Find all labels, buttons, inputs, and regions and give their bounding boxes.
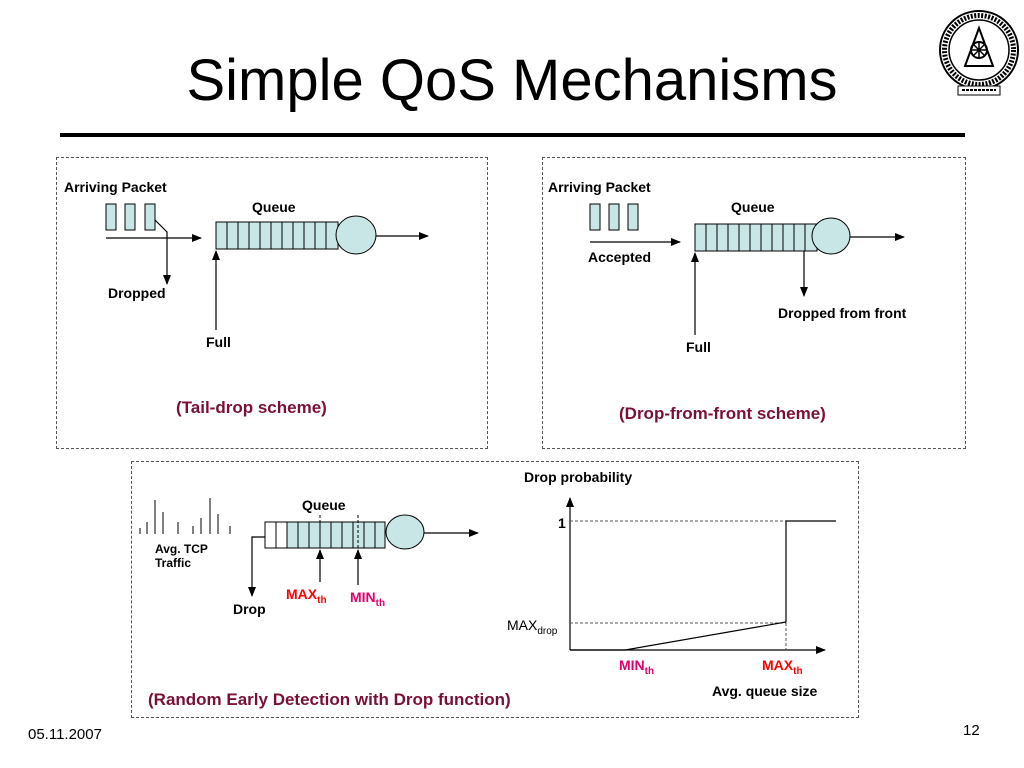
- tail-drop-arriving-label: Arriving Packet: [64, 179, 167, 195]
- tail-drop-full-label: Full: [206, 334, 231, 350]
- tail-drop-deflect-line: [154, 219, 171, 285]
- red-min-th-label: MINth: [350, 589, 385, 609]
- drop-front-queue-label: Queue: [731, 199, 775, 215]
- red-max-th-sub: th: [317, 595, 327, 606]
- red-panel: [131, 461, 859, 718]
- red-traffic-label: Avg. TCP Traffic: [155, 542, 208, 571]
- red-min-th-main: MIN: [350, 589, 376, 605]
- graph-x-max-label: MAXth: [762, 657, 803, 677]
- slide-title: Simple QoS Mechanisms: [186, 48, 838, 113]
- title-underline: [60, 133, 965, 137]
- drop-front-full-label: Full: [686, 339, 711, 355]
- tail-drop-dropped-label: Dropped: [108, 285, 166, 301]
- red-queue: [264, 521, 386, 549]
- tail-drop-caption: (Tail-drop scheme): [176, 398, 327, 417]
- graph-y-title: Drop probability: [524, 469, 633, 485]
- tail-drop-arriving-packets: [105, 203, 156, 231]
- red-max-th-label: MAXth: [286, 586, 327, 606]
- drop-front-server: [811, 217, 851, 255]
- red-traffic-label-line2: Traffic: [155, 556, 192, 571]
- slide-date: 05.11.2007: [28, 726, 102, 743]
- red-queue-label: Queue: [302, 497, 346, 513]
- graph-x-min-label: MINth: [619, 657, 654, 677]
- graph-max-drop-main: MAX: [507, 617, 538, 633]
- institute-seal-logo: [939, 10, 1019, 96]
- drop-front-dropped-label: Dropped from front: [778, 305, 907, 321]
- drop-from-front-panel: [542, 157, 966, 449]
- graph-x-max-sub: th: [793, 666, 803, 677]
- drop-front-accepted-label: Accepted: [588, 249, 652, 265]
- red-server: [385, 514, 425, 550]
- graph-max-drop-label: MAXdrop: [507, 617, 557, 637]
- graph-y-tick-one: 1: [558, 515, 566, 531]
- tail-drop-server: [335, 215, 377, 255]
- drop-front-arriving-packets: [589, 203, 639, 231]
- graph-max-drop-sub: drop: [537, 626, 558, 637]
- tail-drop-panel: [56, 157, 488, 449]
- tail-drop-queue-label: Queue: [252, 199, 296, 215]
- graph-x-min-main: MIN: [619, 657, 645, 673]
- red-drop-arrow: [248, 536, 265, 597]
- tail-drop-queue: [215, 221, 339, 250]
- graph-x-max-main: MAX: [762, 657, 794, 673]
- red-tcp-traffic-bars: [139, 498, 231, 534]
- slide-page-number: 12: [963, 722, 980, 739]
- red-caption: (Random Early Detection with Drop functi…: [148, 690, 511, 709]
- red-traffic-label-line1: Avg. TCP: [155, 542, 208, 556]
- red-drop-label: Drop: [233, 601, 266, 617]
- red-max-th-main: MAX: [286, 586, 318, 602]
- drop-front-arriving-label: Arriving Packet: [548, 179, 651, 195]
- graph-x-title: Avg. queue size: [712, 683, 818, 699]
- drop-front-caption: (Drop-from-front scheme): [619, 404, 826, 423]
- red-min-th-sub: th: [375, 598, 386, 609]
- graph-drop-curve: [570, 520, 836, 651]
- drop-front-queue: [694, 223, 818, 252]
- graph-x-min-sub: th: [644, 666, 655, 677]
